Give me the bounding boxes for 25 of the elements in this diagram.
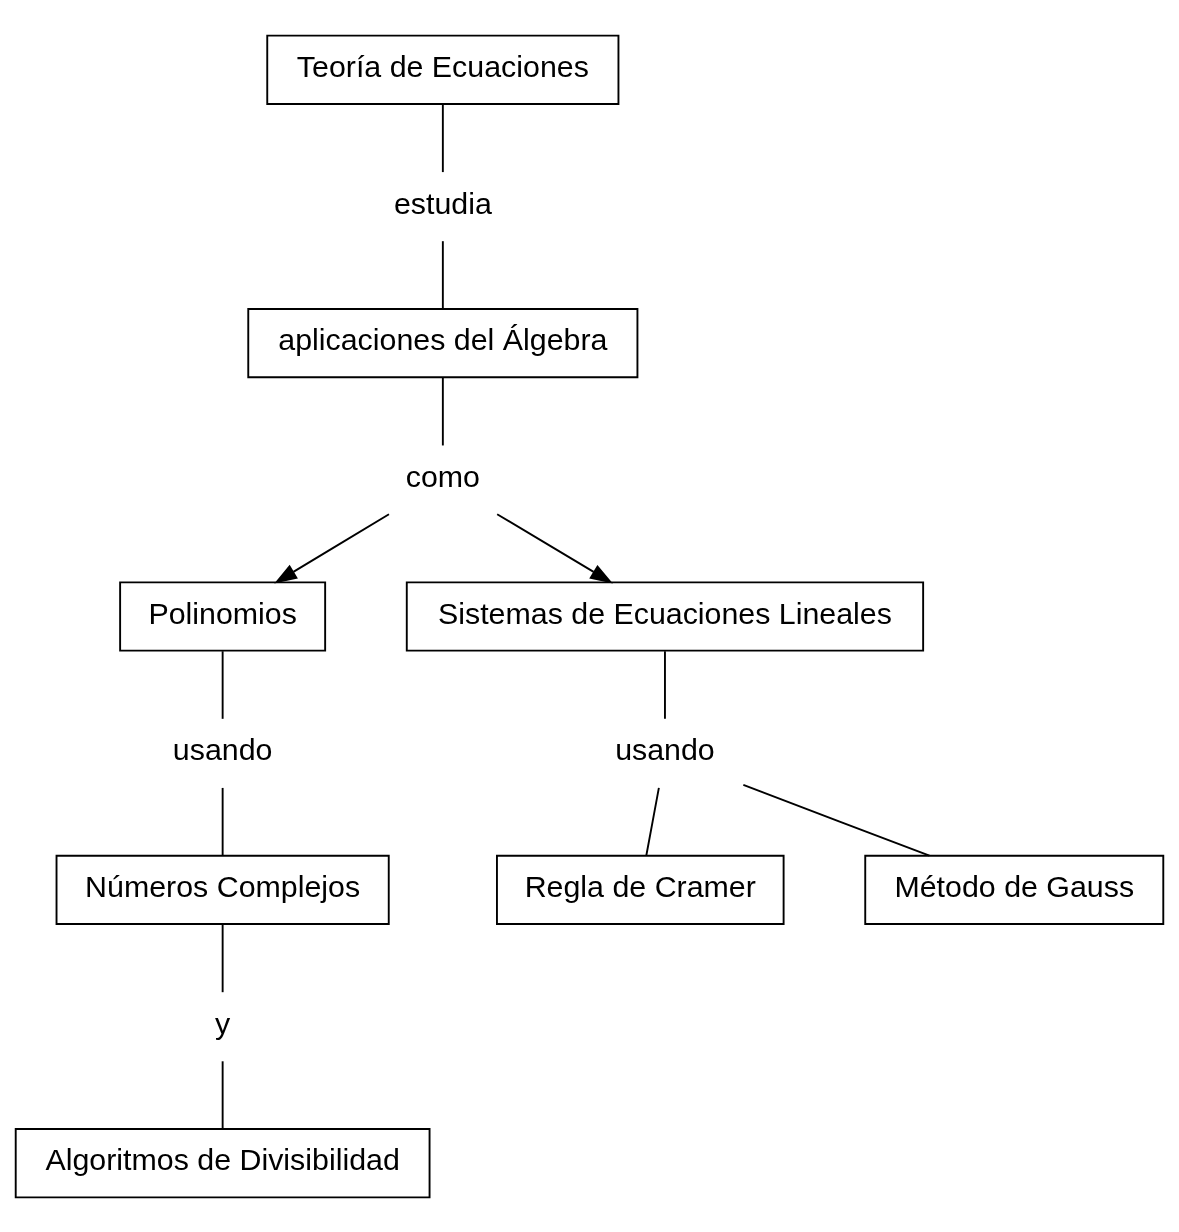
connector <box>221 923 224 993</box>
connector <box>441 376 444 446</box>
node-box: Algoritmos de Divisibilidad <box>14 1127 431 1198</box>
node-text: como <box>405 459 480 493</box>
node-text: estudia <box>393 186 492 220</box>
node-box: Regla de Cramer <box>496 854 785 925</box>
node-text: usando <box>172 732 273 766</box>
connector <box>742 783 931 857</box>
node-box: Polinomios <box>119 580 327 652</box>
connector <box>221 1059 224 1130</box>
node-box: Números Complejos <box>55 854 390 925</box>
node-text: y <box>215 1006 231 1040</box>
node-box: Sistemas de Ecuaciones Lineales <box>405 580 925 652</box>
node-box: Teoría de Ecuaciones <box>266 34 620 105</box>
node-box: Método de Gauss <box>864 854 1165 925</box>
node-box: aplicaciones del Álgebra <box>247 307 639 378</box>
arrow <box>496 512 613 583</box>
connector <box>441 103 444 173</box>
arrow <box>274 512 390 583</box>
node-text: usando <box>615 732 715 766</box>
connector <box>441 239 444 310</box>
connector <box>645 786 660 856</box>
connector <box>664 649 666 720</box>
connector <box>221 649 224 720</box>
connector <box>221 786 224 856</box>
